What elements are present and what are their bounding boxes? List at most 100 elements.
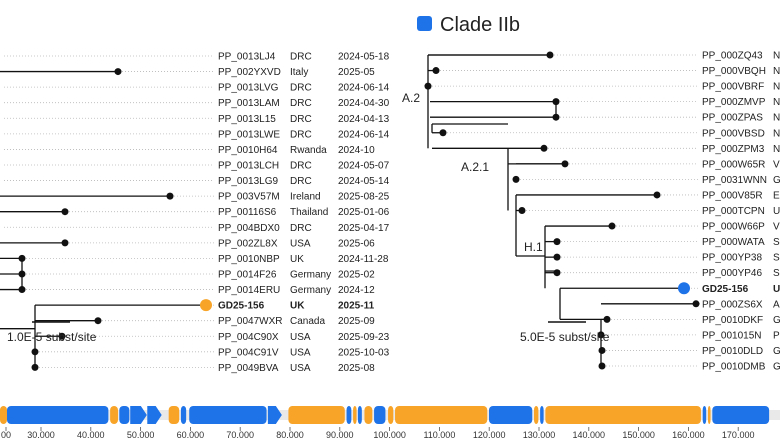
axis-tick-label: 110,000 xyxy=(423,430,455,438)
tip-dot xyxy=(598,346,606,354)
axis-tick-label: 40,000 xyxy=(77,430,105,438)
tip-id: PP_0049BVA xyxy=(218,363,279,374)
axis-tick-label: 120,000 xyxy=(473,430,506,438)
tip-country: N xyxy=(773,97,780,108)
genome-segment xyxy=(6,406,109,424)
tip-id: PP_001015N xyxy=(702,330,762,341)
tip-dot xyxy=(166,192,174,200)
tip-dot xyxy=(653,191,661,199)
tip-id: PP_000ZMVP xyxy=(702,97,766,108)
tip-date: 2024-06-14 xyxy=(338,83,390,94)
left-scale-bar: 1.0E-5 subst/site xyxy=(7,321,97,344)
genome-segment xyxy=(712,406,770,424)
tip-country: E xyxy=(773,190,780,201)
tip-dot xyxy=(598,362,606,370)
tip-dot xyxy=(439,129,447,137)
node-label-h1: H.1 xyxy=(524,240,543,254)
tip-id: PP_0013LG9 xyxy=(218,176,278,187)
genome-segments xyxy=(0,406,770,424)
tip-date: 2024-06-14 xyxy=(338,129,390,140)
tip-id: PP_000W65R xyxy=(702,159,765,170)
tip-dot xyxy=(692,300,700,308)
tip-date: 2025-09 xyxy=(338,316,375,327)
tip-dot xyxy=(603,315,611,323)
tip-country: G xyxy=(773,315,780,326)
tip-date: 2024-04-30 xyxy=(338,98,390,109)
tip-id: PP_000V85R xyxy=(702,190,763,201)
axis-tick-label: 150,000 xyxy=(622,430,655,438)
tip-country: Germany xyxy=(290,285,331,296)
tip-country: DRC xyxy=(290,223,312,234)
tip-id: PP_000WATA xyxy=(702,237,765,248)
tip-country: USA xyxy=(290,363,311,374)
tip-date: 2025-08-25 xyxy=(338,192,390,203)
genome-segment xyxy=(395,406,488,424)
tip-id: PP_0010DLD xyxy=(702,346,763,357)
axis-tick-label: 90,000 xyxy=(326,430,354,438)
tip-id: PP_0010H64 xyxy=(218,145,278,156)
axis-tick-label: 60,000 xyxy=(177,430,205,438)
tip-dot xyxy=(58,332,66,340)
tip-date: 2024-12 xyxy=(338,285,375,296)
tip-id: PP_000TCPN xyxy=(702,206,765,217)
tip-country: USA xyxy=(290,238,311,249)
tip-country: N xyxy=(773,113,780,124)
tip-id: PP_0013L15 xyxy=(218,114,276,125)
node-labels: A.2 A.2.1 H.1 xyxy=(402,91,543,254)
tip-date: 2025-01-06 xyxy=(338,207,390,218)
tip-country: DRC xyxy=(290,83,312,94)
tip-dot xyxy=(553,253,561,261)
tip-id: PP_000YP38 xyxy=(702,253,762,264)
tip-dot xyxy=(114,68,122,76)
tip-id: PP_0013LWE xyxy=(218,129,280,140)
tip-country: A xyxy=(773,299,780,310)
genome-segment xyxy=(357,406,362,424)
tip-id: PP_004C90X xyxy=(218,332,279,343)
tip-dot xyxy=(512,175,520,183)
genome-segment xyxy=(180,406,187,424)
genome-segment xyxy=(489,406,533,424)
tip-country: Germany xyxy=(290,269,331,280)
tip-country: USA xyxy=(290,347,311,358)
tip-id: PP_000VBSD xyxy=(702,128,765,139)
genome-segment xyxy=(374,406,386,424)
legend: Clade IIb xyxy=(417,14,520,36)
tip-date: 2025-04-17 xyxy=(338,223,390,234)
genome-segment xyxy=(168,406,180,424)
tip-id: PP_0010DMB xyxy=(702,362,766,373)
tip-country: N xyxy=(773,51,780,62)
tip-id: PP_000ZPM3 xyxy=(702,144,765,155)
legend-swatch-clade-iib xyxy=(417,16,432,31)
tip-dot-highlight xyxy=(678,282,690,295)
axis-tick-label: 170,000 xyxy=(722,430,755,438)
tip-id: PP_0031WNN xyxy=(702,175,767,186)
tip-country: V xyxy=(773,159,780,170)
tip-country: G xyxy=(773,175,780,186)
genome-segment xyxy=(353,406,357,424)
tip-id: PP_003V57M xyxy=(218,192,280,203)
axis-tick-label: 00 xyxy=(1,430,11,438)
tip-id: PP_000VBRF xyxy=(702,82,764,93)
tip-id: PP_0013LCH xyxy=(218,160,279,171)
tip-country: S xyxy=(773,237,780,248)
axis-tick-label: 30,000 xyxy=(27,430,55,438)
tip-country: N xyxy=(773,82,780,93)
tip-country: N xyxy=(773,128,780,139)
tip-id: PP_0013LAM xyxy=(218,98,280,109)
genome-segment xyxy=(0,406,7,424)
tip-country: U xyxy=(773,284,780,295)
axis-tick-label: 50,000 xyxy=(127,430,155,438)
genome-segment xyxy=(534,406,539,424)
tip-date: 2025-02 xyxy=(338,269,375,280)
tip-id: PP_0010DKF xyxy=(702,315,763,326)
tip-country: G xyxy=(773,362,780,373)
tip-dot xyxy=(61,239,69,247)
tip-country: Italy xyxy=(290,67,308,78)
tip-id: PP_00116S6 xyxy=(218,207,277,218)
genome-segment-arrow xyxy=(267,406,282,424)
right-scale-bar: 5.0E-5 subst/site xyxy=(520,321,610,344)
tip-date: 2024-10 xyxy=(338,145,375,156)
tip-country: V xyxy=(773,222,780,233)
